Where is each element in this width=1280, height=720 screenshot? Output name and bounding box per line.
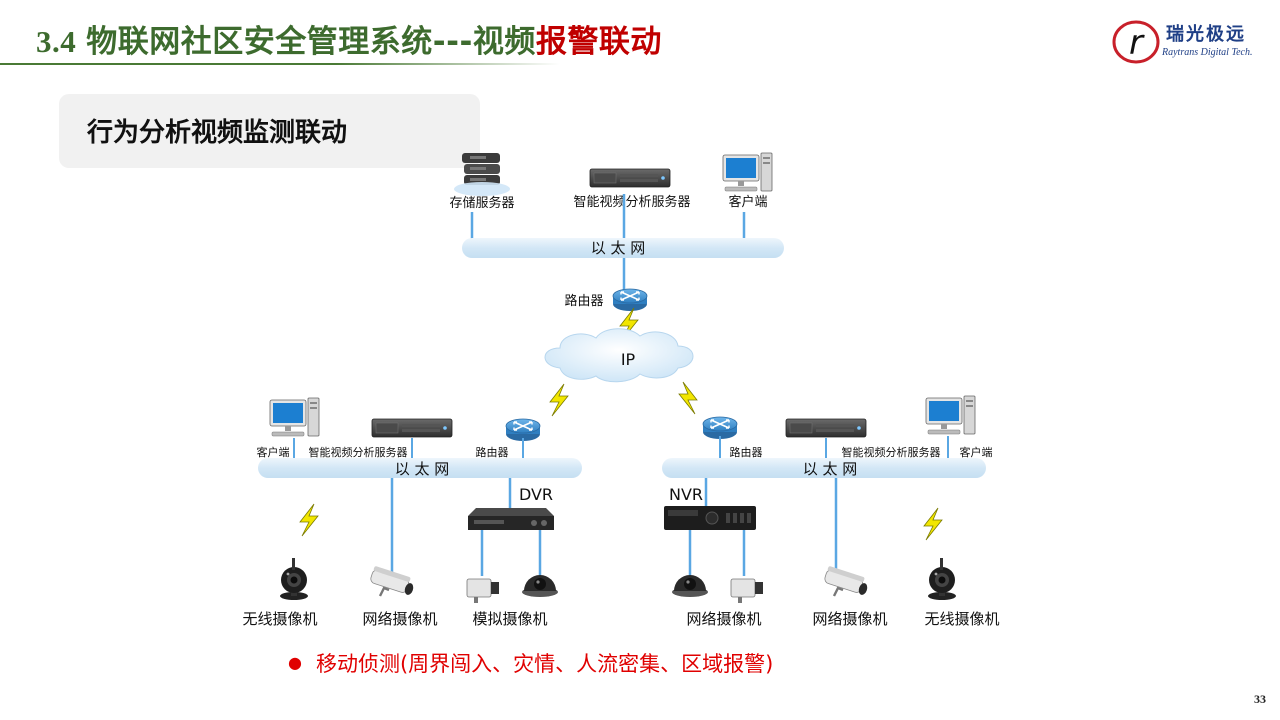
left-camera-label-2: 网络摄像机 xyxy=(362,610,437,628)
left-ethernet-label: 以 太 网 xyxy=(395,460,450,478)
right-box-camera-icon xyxy=(730,578,764,604)
left-wireless-bolt-icon xyxy=(549,383,569,417)
title-main-text: 物联网社区安全管理系统---视频 xyxy=(86,24,536,60)
left-camera-label-3: 模拟摄像机 xyxy=(472,610,547,628)
section-number: 3.4 xyxy=(36,24,77,59)
left-analysis-server-label: 智能视频分析服务器 xyxy=(309,445,408,459)
subtitle-text: 行为分析视频监测联动 xyxy=(87,118,348,148)
company-logo: r 瑞光极远 Raytrans Digital Tech. xyxy=(1110,14,1270,70)
logo-mark-letter: r xyxy=(1129,23,1145,63)
right-ethernet-label: 以 太 网 xyxy=(803,460,858,478)
left-camera-label-1: 无线摄像机 xyxy=(242,610,317,628)
logo-name-en: Raytrans Digital Tech. xyxy=(1162,47,1253,58)
right-camera-bolt-icon xyxy=(923,507,943,541)
right-camera-label-2: 网络摄像机 xyxy=(812,610,887,628)
top-analysis-server-icon xyxy=(589,168,671,188)
left-ethernet-bar xyxy=(258,458,582,478)
right-nvr-icon xyxy=(664,506,756,530)
top-ethernet-label: 以 太 网 xyxy=(591,239,646,257)
left-router-label: 路由器 xyxy=(476,445,509,459)
title-highlight-text: 报警联动 xyxy=(535,24,662,60)
right-router-icon xyxy=(702,416,738,440)
top-analysis-server-label: 智能视频分析服务器 xyxy=(573,194,690,210)
top-client-label: 客户端 xyxy=(728,194,767,210)
left-camera-bolt-icon xyxy=(299,503,319,537)
left-router-icon xyxy=(505,418,541,442)
bullet-dot-icon: ● xyxy=(288,653,302,672)
right-router-label: 路由器 xyxy=(730,445,763,459)
left-wireless-camera-icon xyxy=(280,558,308,600)
left-analog-box-camera-icon xyxy=(466,578,500,604)
left-dvr-icon xyxy=(468,508,554,530)
right-analysis-server-label: 智能视频分析服务器 xyxy=(842,445,941,459)
page-number: 33 xyxy=(1254,692,1266,706)
right-wireless-camera-icon xyxy=(928,558,956,600)
right-camera-label-3: 无线摄像机 xyxy=(924,610,999,628)
right-wireless-bolt-icon xyxy=(678,381,698,415)
top-storage-server xyxy=(454,153,510,196)
logo-name-cn: 瑞光极远 xyxy=(1166,24,1246,45)
left-analysis-server-icon xyxy=(371,418,453,438)
right-analysis-server-icon xyxy=(785,418,867,438)
right-network-camera-icon xyxy=(822,564,870,598)
right-client-pc-icon xyxy=(925,395,976,435)
bullet-text: 移动侦测(周界闯入、灾情、人流密集、区域报警) xyxy=(315,652,774,676)
left-analog-dome-camera-icon xyxy=(522,575,558,597)
title-underline xyxy=(0,63,560,65)
top-router-label: 路由器 xyxy=(564,293,603,309)
ip-cloud-label: IP xyxy=(621,350,636,369)
logo-mark-icon: r xyxy=(1112,20,1160,64)
right-camera-label-1: 网络摄像机 xyxy=(686,610,761,628)
top-ethernet-bar xyxy=(462,238,784,258)
right-client-label: 客户端 xyxy=(960,445,993,459)
subtitle-box: 行为分析视频监测联动 xyxy=(59,94,480,168)
right-ethernet-bar xyxy=(662,458,986,478)
ip-cloud xyxy=(544,328,694,383)
right-dome-camera-icon xyxy=(672,575,708,597)
top-storage-server-label: 存储服务器 xyxy=(449,195,514,211)
page-title: 3.4 物联网社区安全管理系统---视频报警联动 xyxy=(36,16,662,61)
left-client-pc-icon xyxy=(269,397,320,437)
left-client-label: 客户端 xyxy=(257,445,290,459)
right-nvr-label: NVR xyxy=(669,485,703,504)
bullet-note: ● 移动侦测(周界闯入、灾情、人流密集、区域报警) xyxy=(288,648,773,678)
left-dvr-label: DVR xyxy=(519,485,553,504)
top-client-pc-icon xyxy=(722,152,773,192)
top-router-icon xyxy=(612,288,648,312)
